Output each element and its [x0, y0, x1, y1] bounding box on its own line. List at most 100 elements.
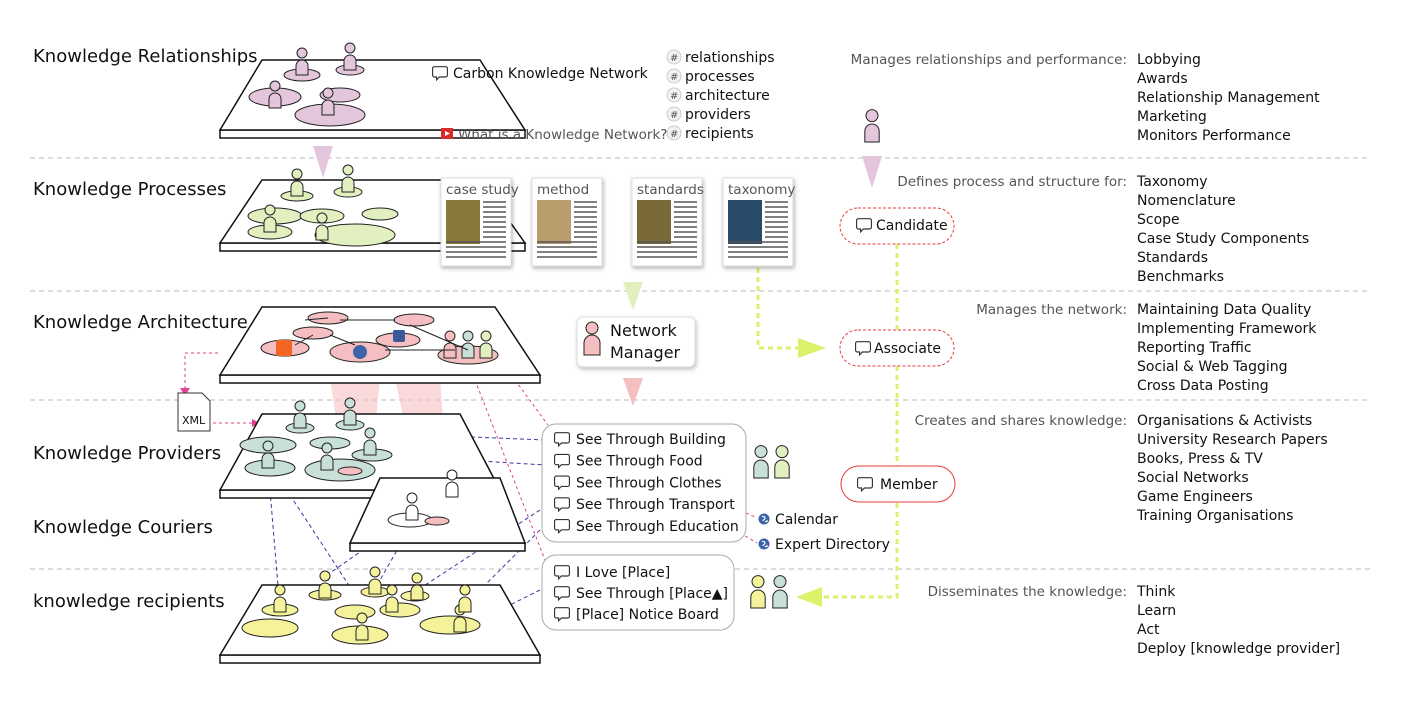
- responsibility-item: Monitors Performance: [1137, 128, 1291, 144]
- arrow-down-icon: [862, 156, 882, 188]
- channel-item[interactable]: See Through Building: [554, 432, 726, 448]
- hashtag-recipients[interactable]: #recipients: [666, 125, 754, 142]
- document-standards[interactable]: standards: [631, 177, 704, 267]
- person-icon: [459, 584, 471, 596]
- person-body: [343, 54, 357, 71]
- person-icon: [386, 584, 398, 596]
- node-ellipse: [334, 604, 376, 620]
- hashtag-label: providers: [685, 107, 751, 123]
- video-link[interactable]: What is a Knowledge Network?: [441, 127, 667, 143]
- hashtag-architecture[interactable]: #architecture: [666, 87, 770, 104]
- person-body: [479, 342, 493, 359]
- svg-text:#: #: [670, 110, 678, 121]
- channel-label: See Through [Place▲]: [576, 586, 728, 602]
- channel-label: See Through Clothes: [576, 475, 722, 491]
- responsibility-item: Learn: [1137, 603, 1176, 619]
- svg-text:#: #: [670, 72, 678, 83]
- person-body: [864, 123, 880, 143]
- person-body: [290, 180, 304, 197]
- channel-item[interactable]: See Through Food: [554, 454, 703, 470]
- person-body: [368, 578, 382, 595]
- responsibility-item: Social & Web Tagging: [1137, 359, 1288, 375]
- person-icon: [754, 445, 768, 459]
- hashtag-providers[interactable]: # providers: [666, 106, 751, 123]
- hashtag-icon: [666, 125, 682, 141]
- person-icon: [369, 566, 381, 578]
- document-taxonomy[interactable]: taxonomy: [722, 177, 795, 267]
- node-ellipse: [419, 615, 481, 635]
- responsibility-item: Training Organisations: [1136, 508, 1293, 524]
- channel-item[interactable]: See Through [Place▲]: [554, 586, 728, 602]
- channel-item[interactable]: See Through Transport: [554, 497, 736, 513]
- responsibility-item: Deploy [knowledge provider]: [1137, 641, 1340, 657]
- node-ellipse: [337, 466, 363, 476]
- person-body: [453, 616, 467, 633]
- person-icon: [262, 440, 274, 452]
- person-body: [363, 439, 377, 456]
- person-body: [355, 624, 369, 641]
- hashtag-relationships[interactable]: #relationships: [666, 49, 775, 66]
- person-body: [263, 216, 277, 233]
- document-case-study[interactable]: case study: [440, 177, 519, 267]
- channel-label: I Love [Place]: [576, 565, 670, 581]
- person-icon: [316, 212, 328, 224]
- responsibility-item: Game Engineers: [1137, 489, 1253, 505]
- hashtag-icon: [666, 68, 682, 84]
- node-ellipse: [241, 618, 299, 638]
- svg-text:Manager: Manager: [610, 343, 681, 362]
- tool-link[interactable]: Calendar: [758, 512, 839, 528]
- channel-item[interactable]: [Place] Notice Board: [554, 607, 719, 623]
- role-member[interactable]: Member: [840, 465, 956, 503]
- network-manager: Network Manager: [576, 316, 696, 368]
- layer-label-relationships: Knowledge Relationships: [33, 46, 258, 67]
- responsibility-item: Marketing: [1137, 109, 1207, 125]
- channel-item[interactable]: See Through Education: [554, 519, 739, 535]
- node-ellipse: [314, 223, 396, 247]
- person-icon: [319, 570, 331, 582]
- person-body: [774, 459, 790, 479]
- role-candidate[interactable]: Candidate: [839, 207, 955, 245]
- role-associate[interactable]: Associate: [839, 329, 955, 367]
- person-icon: [264, 204, 276, 216]
- responsibility-item: Cross Data Posting: [1137, 378, 1269, 394]
- person-body: [293, 412, 307, 429]
- document-title: case study: [446, 182, 519, 198]
- person-body: [315, 224, 329, 241]
- person-body: [405, 504, 419, 521]
- responsibility-item: Organisations & Activists: [1137, 413, 1312, 429]
- tool-link[interactable]: Expert Directory: [758, 537, 890, 553]
- person-icon: [269, 80, 281, 92]
- hashtag-icon: [666, 87, 682, 103]
- person-icon: [773, 575, 787, 589]
- person-body: [261, 452, 275, 469]
- carbon-knowledge-network-link[interactable]: Carbon Knowledge Network: [432, 66, 649, 82]
- platform-edge: [219, 654, 541, 664]
- svg-text:Network: Network: [610, 321, 678, 340]
- channel-item[interactable]: See Through Clothes: [554, 475, 722, 491]
- arrow-right-icon: [798, 338, 826, 358]
- person-body: [321, 99, 335, 116]
- layer-label-providers: Knowledge Providers: [33, 443, 221, 464]
- channel-item[interactable]: I Love [Place]: [554, 565, 671, 581]
- document-method[interactable]: method: [531, 177, 603, 267]
- node-ellipse: [361, 207, 399, 221]
- person-icon: [344, 42, 356, 54]
- node-ellipse: [292, 326, 334, 340]
- globe-icon: [353, 345, 367, 359]
- hashtag-processes[interactable]: #processes: [666, 68, 755, 85]
- svg-text:#: #: [670, 129, 678, 140]
- person-body: [318, 582, 332, 599]
- person-body: [320, 454, 334, 471]
- arrow-down-icon: [623, 282, 643, 310]
- reddit-icon: [276, 340, 292, 356]
- responsibility-item: Case Study Components: [1137, 231, 1309, 247]
- hashtag-icon: [666, 49, 682, 65]
- person-body: [461, 342, 475, 359]
- channel-label: [Place] Notice Board: [576, 607, 719, 623]
- person-icon: [322, 87, 334, 99]
- person-icon: [321, 442, 333, 454]
- person-body: [268, 92, 282, 109]
- person-icon: [480, 330, 492, 342]
- person-body: [410, 584, 424, 601]
- responsibility-item: Social Networks: [1137, 470, 1249, 486]
